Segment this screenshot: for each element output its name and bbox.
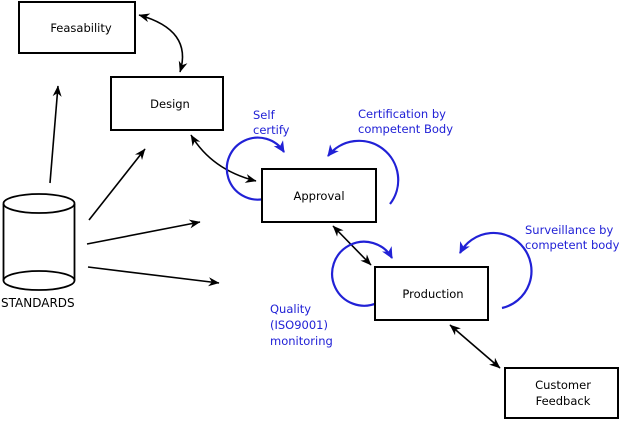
- customer-feedback-label-line2: Feedback: [536, 394, 591, 408]
- annotation-quality: Quality (ISO9001) monitoring: [270, 302, 333, 348]
- certification-line1: Certification by: [358, 107, 446, 121]
- standards-datastore: STANDARDS: [1, 193, 76, 310]
- cylinder-top-ellipse: [2, 193, 76, 214]
- approval-label: Approval: [293, 189, 344, 203]
- surveillance-line1: Surveillance by: [525, 223, 613, 237]
- self-certify-line2: certify: [253, 123, 290, 137]
- customer-feedback-box: [504, 367, 619, 419]
- node-production: Production: [374, 266, 489, 321]
- feasability-box: [18, 1, 136, 54]
- arrow-design-approval: [190, 134, 257, 183]
- annotation-certification: Certification by competent Body: [358, 107, 453, 136]
- node-customer-feedback: Customer Feedback: [504, 367, 619, 419]
- loop-surveillance: [459, 231, 533, 310]
- production-label: Production: [402, 287, 463, 301]
- quality-line3: monitoring: [270, 334, 333, 348]
- loop-quality-monitoring: [331, 240, 393, 307]
- approval-box: [261, 168, 377, 223]
- production-box: [374, 266, 489, 321]
- quality-line1: Quality: [270, 302, 311, 316]
- arrow-standards-to-production: [87, 266, 220, 287]
- node-design: Design: [110, 76, 224, 131]
- loop-self-certify: [225, 136, 285, 201]
- loop-certification: [327, 139, 400, 205]
- cylinder-bottom-ellipse: [2, 270, 76, 291]
- self-certify-line1: Self: [253, 108, 276, 122]
- standards-label: STANDARDS: [1, 296, 75, 310]
- arrow-approval-production: [332, 225, 372, 266]
- annotation-self-certify: Self certify: [253, 108, 290, 137]
- node-approval: Approval: [261, 168, 377, 223]
- arrow-feasability-design: [138, 13, 188, 73]
- arrow-production-customer-feedback: [449, 324, 501, 369]
- node-feasability: Feasability: [18, 1, 136, 54]
- quality-line2: (ISO9001): [270, 318, 328, 332]
- design-box: [110, 76, 224, 131]
- annotation-surveillance: Surveillance by competent body: [525, 223, 620, 252]
- arrow-standards-to-design: [88, 148, 146, 221]
- arrow-standards-to-feasability: [49, 85, 62, 184]
- surveillance-line2: competent body: [525, 238, 620, 252]
- customer-feedback-label-line1: Customer: [535, 378, 591, 392]
- certification-line2: competent Body: [358, 122, 453, 136]
- arrow-standards-to-approval: [86, 219, 201, 245]
- feasability-label: Feasability: [50, 21, 112, 35]
- design-label: Design: [150, 97, 190, 111]
